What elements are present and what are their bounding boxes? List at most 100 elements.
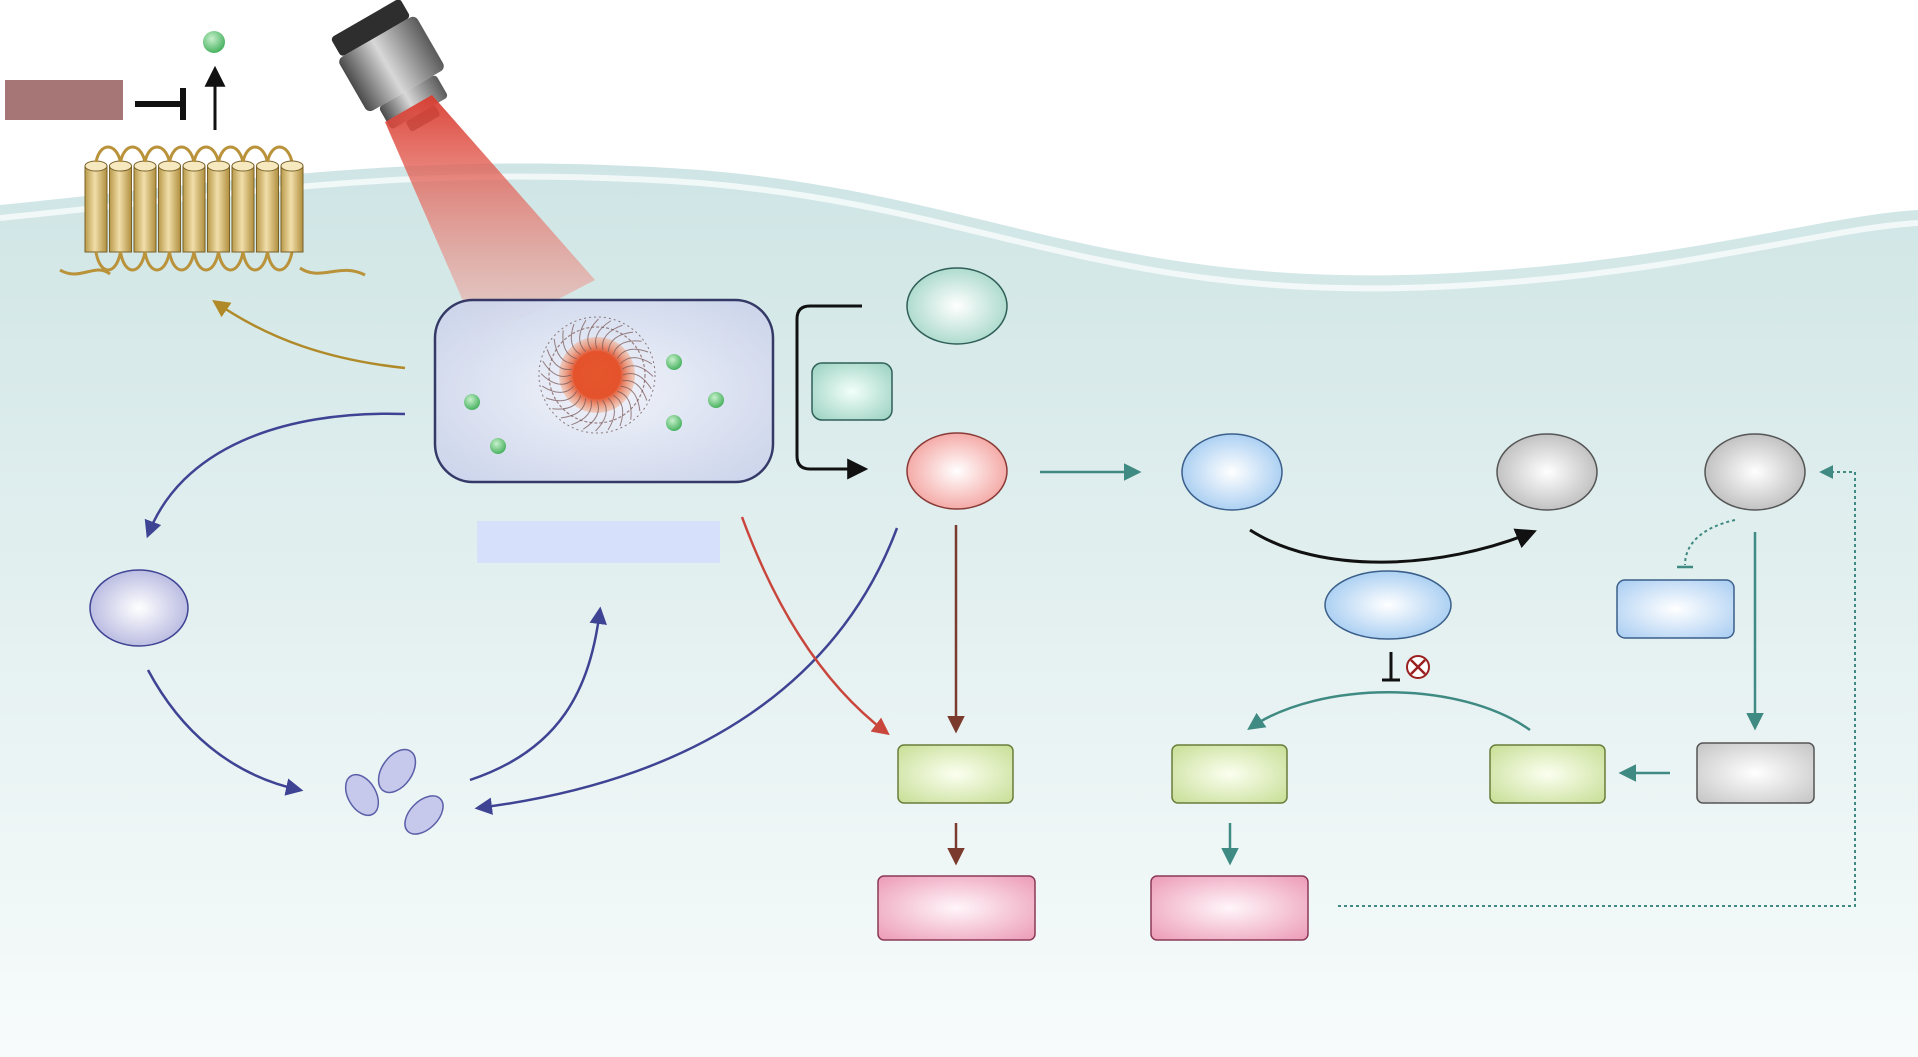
nanoparticle-strand bbox=[579, 319, 587, 352]
ligand-dot-icon bbox=[666, 415, 682, 431]
membrane-highlight bbox=[0, 173, 1918, 292]
nanoparticle-strand bbox=[571, 400, 592, 426]
nanoparticle-strand bbox=[540, 373, 572, 385]
gpcr-helix bbox=[133, 165, 157, 253]
nanoparticle-strand bbox=[562, 330, 577, 360]
nanoparticle-strand bbox=[595, 400, 607, 432]
node-ellipse-red bbox=[906, 432, 1008, 510]
nanoparticle-label-box bbox=[477, 521, 720, 563]
arrow-green-3-to-green-2 bbox=[1247, 691, 1531, 732]
nanoparticle-strand bbox=[552, 395, 582, 410]
gpcr-helix bbox=[158, 165, 181, 253]
dotted-inhibition-gray-2-to-blue-box bbox=[1684, 519, 1736, 566]
gpcr-loop bbox=[241, 145, 269, 163]
gpcr-helix bbox=[182, 165, 206, 253]
nanoparticle-strand bbox=[560, 398, 587, 419]
nanoparticle-strand bbox=[545, 390, 578, 402]
ligand-dots-in-cell bbox=[464, 354, 724, 454]
gpcr-helix-top bbox=[84, 160, 108, 172]
ligand-dot-icon bbox=[490, 438, 506, 454]
nanoparticle-strand bbox=[607, 331, 634, 352]
nanoparticle-strand bbox=[553, 338, 574, 365]
arrow-vesicles-to-label bbox=[469, 606, 607, 782]
node-box-pink-2 bbox=[1150, 875, 1309, 941]
gpcr-helix bbox=[231, 165, 255, 253]
gpcr-loop bbox=[241, 251, 269, 272]
nanoparticle-strand bbox=[570, 323, 582, 356]
gpcr-helix-top bbox=[280, 160, 304, 172]
node-ellipse-gray-1 bbox=[1496, 433, 1598, 511]
gpcr-helix bbox=[207, 165, 230, 253]
ligand-dot-icon bbox=[464, 394, 480, 410]
gpcr-helix-top bbox=[182, 160, 206, 172]
arrow-cell-to-green-box-1 bbox=[740, 516, 890, 736]
gpcr-loop bbox=[119, 145, 147, 163]
nanoparticle-strand bbox=[582, 400, 599, 430]
objective-lens-icon bbox=[331, 0, 448, 132]
laser-beam-icon bbox=[385, 95, 595, 340]
gpcr-loop bbox=[168, 145, 196, 163]
gpcr-helix-top bbox=[231, 160, 255, 172]
nanoparticle-strand bbox=[542, 360, 572, 377]
gpcr-loop bbox=[266, 251, 294, 272]
arrow-lavender-to-vesicles bbox=[146, 669, 304, 796]
ligand-dot-icon bbox=[203, 31, 225, 53]
nanoparticle-strand bbox=[612, 394, 624, 427]
arrow-blue-1-to-gray-1 bbox=[1249, 528, 1537, 564]
node-box-green-3 bbox=[1489, 744, 1606, 804]
gpcr-helix-top bbox=[133, 160, 157, 172]
gpcr-helix-top bbox=[207, 160, 230, 172]
gpcr-helix-top bbox=[158, 160, 181, 172]
gpcr-loop bbox=[94, 145, 122, 163]
gpcr-loop bbox=[143, 251, 171, 272]
gpcr-loop bbox=[217, 145, 245, 163]
inhibition-x-icon bbox=[1382, 652, 1430, 682]
node-ellipse-blue-1 bbox=[1181, 433, 1283, 511]
nanoparticle-strand bbox=[617, 390, 632, 420]
gpcr-helix bbox=[109, 165, 132, 253]
gpcr-helix-top bbox=[109, 160, 132, 172]
nanoparticle-strand bbox=[622, 365, 654, 377]
node-box-gray bbox=[1696, 742, 1815, 804]
gpcr-receptor-icon bbox=[59, 145, 366, 277]
node-box-blue bbox=[1616, 579, 1735, 639]
nanoparticle-strand bbox=[612, 340, 642, 355]
arrow-red-to-vesicles bbox=[474, 527, 899, 815]
gpcr-loop bbox=[168, 251, 196, 272]
node-ellipse-green bbox=[906, 267, 1008, 345]
gpcr-loop bbox=[217, 251, 245, 272]
arrow-cell-to-lavender bbox=[144, 412, 406, 539]
node-box-green-2 bbox=[1171, 744, 1288, 804]
node-ellipse-blue-2 bbox=[1324, 570, 1452, 640]
node-box-green bbox=[811, 362, 893, 421]
nanoparticle-strand bbox=[607, 398, 615, 431]
gpcr-loop bbox=[119, 251, 147, 272]
nanoparticle-strand bbox=[622, 373, 652, 390]
bracket-connector bbox=[795, 304, 869, 480]
nanoparticle-strand bbox=[622, 380, 648, 401]
nanoparticle-strand bbox=[602, 324, 623, 350]
inhibitor-box bbox=[5, 80, 123, 120]
gpcr-loop bbox=[192, 251, 220, 272]
nanoparticle-strand bbox=[616, 348, 649, 360]
dotted-feedback-pink-2-to-gray-2 bbox=[1338, 465, 1856, 907]
nanoparticle-strand bbox=[595, 320, 612, 350]
gpcr-helix bbox=[280, 165, 304, 253]
nanoparticle-strand bbox=[541, 385, 574, 393]
node-box-green-1 bbox=[897, 744, 1014, 804]
nanoparticle-strand bbox=[587, 318, 599, 350]
gpcr-helix bbox=[256, 165, 279, 253]
nanoparticle-strand bbox=[620, 357, 653, 365]
gpcr-loop bbox=[143, 145, 171, 163]
nanoparticle-icon bbox=[538, 316, 656, 434]
node-box-pink-1 bbox=[877, 875, 1036, 941]
gpcr-loop bbox=[94, 251, 122, 272]
nanoparticle-strand bbox=[620, 385, 641, 412]
gpcr-loop bbox=[266, 145, 294, 163]
gpcr-helix bbox=[84, 165, 108, 253]
gpcr-helix-top bbox=[256, 160, 279, 172]
node-ellipse-gray-2 bbox=[1704, 433, 1806, 511]
ligand-dot-icon bbox=[666, 354, 682, 370]
